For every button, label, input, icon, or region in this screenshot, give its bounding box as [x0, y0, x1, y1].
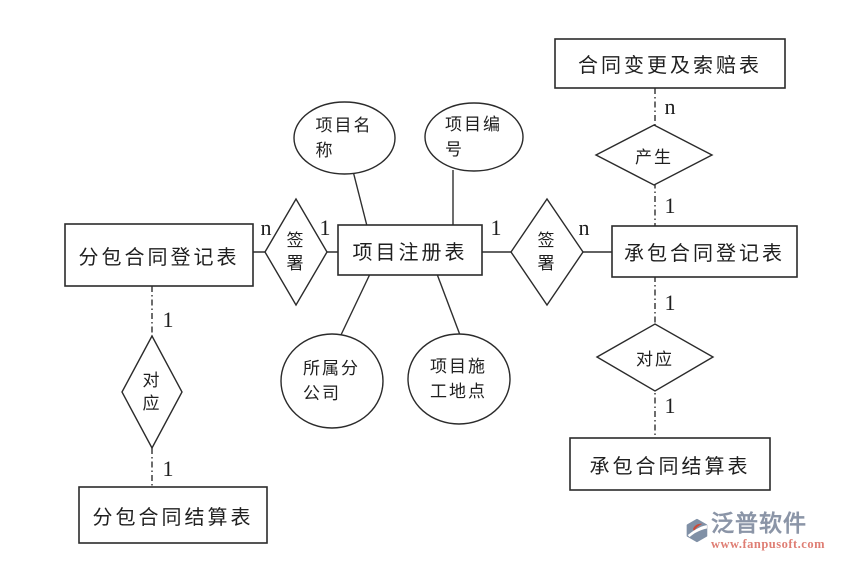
- attribute-ellipse-project-name: [293, 101, 396, 175]
- cardinality-label: 1: [664, 193, 676, 218]
- connector-branch-register: [339, 273, 371, 338]
- relationship-diamond-sign-left: [264, 197, 328, 307]
- relationship-label-correspond-left: 对应: [141, 369, 163, 415]
- entity-box-subcontract-settlement: [78, 486, 268, 544]
- entity-label-main-contract-settlement: 承包合同结算表: [589, 455, 751, 478]
- cardinality-label: n: [578, 215, 590, 240]
- connector-site-register: [436, 273, 461, 336]
- attribute-label-project-name: 项目名称: [294, 102, 395, 174]
- entity-label-subcontract-settlement: 分包合同结算表: [92, 506, 254, 529]
- connector-projectname-register: [352, 170, 368, 227]
- cardinality-label: 1: [319, 215, 331, 240]
- relationship-text: 对应: [142, 371, 162, 413]
- entity-box-contract-change-claim: [554, 38, 786, 89]
- relationship-diamond-sign-right: [510, 197, 584, 307]
- relationship-text: 签署: [537, 231, 557, 273]
- fanpu-logo-icon: [686, 518, 708, 543]
- entity-label-subcontract-register: 分包合同登记表: [78, 246, 240, 269]
- attribute-text: 项目名称: [315, 116, 373, 160]
- cardinality-label: 1: [162, 307, 174, 332]
- attribute-label-project-code: 项目编号: [425, 103, 523, 171]
- entity-box-project-register: [337, 224, 483, 276]
- relationship-label-correspond-right: 对应: [636, 349, 674, 369]
- entity-box-main-contract-register: [611, 225, 798, 278]
- attribute-text: 项目编号: [445, 115, 502, 159]
- entity-label-contract-change-claim: 合同变更及索赔表: [578, 55, 762, 77]
- watermark: 泛普软件 www.fanpusoft.com: [685, 510, 825, 558]
- cardinality-label: n: [260, 215, 272, 240]
- attribute-label-construction-site: 项目施工地点: [408, 334, 510, 424]
- cardinality-label: 1: [664, 393, 676, 418]
- entity-box-subcontract-register: [64, 223, 254, 287]
- cardinality-label: 1: [162, 456, 174, 481]
- watermark-url: www.fanpusoft.com: [710, 537, 825, 551]
- cardinality-label: 1: [490, 215, 502, 240]
- entity-label-main-contract-register: 承包合同登记表: [624, 243, 785, 265]
- cardinality-label: n: [664, 94, 676, 119]
- attribute-text: 项目施工地点: [430, 357, 487, 401]
- attribute-ellipse-project-code: [424, 102, 524, 172]
- entity-box-main-contract-settlement: [569, 437, 771, 491]
- relationship-label-produce: 产生: [635, 147, 673, 167]
- watermark-brand: 泛普软件: [710, 510, 807, 536]
- relationship-diamond-produce: [594, 124, 714, 186]
- attribute-ellipse-branch-company: [280, 333, 384, 429]
- watermark-text-block: 泛普软件 www.fanpusoft.com: [711, 510, 825, 551]
- attribute-text: 所属分公司: [303, 359, 360, 403]
- relationship-diamond-correspond-left: [121, 334, 183, 450]
- cardinality-label: 1: [664, 290, 676, 315]
- relationship-text: 签署: [286, 231, 306, 273]
- relationship-label-sign-right: 签署: [536, 229, 558, 275]
- entity-label-project-register: 项目注册表: [352, 241, 468, 264]
- relationship-diamond-correspond-right: [595, 323, 715, 392]
- attribute-ellipse-construction-site: [407, 333, 511, 425]
- relationship-label-sign-left: 签署: [285, 229, 307, 275]
- attribute-label-branch-company: 所属分公司: [281, 334, 383, 428]
